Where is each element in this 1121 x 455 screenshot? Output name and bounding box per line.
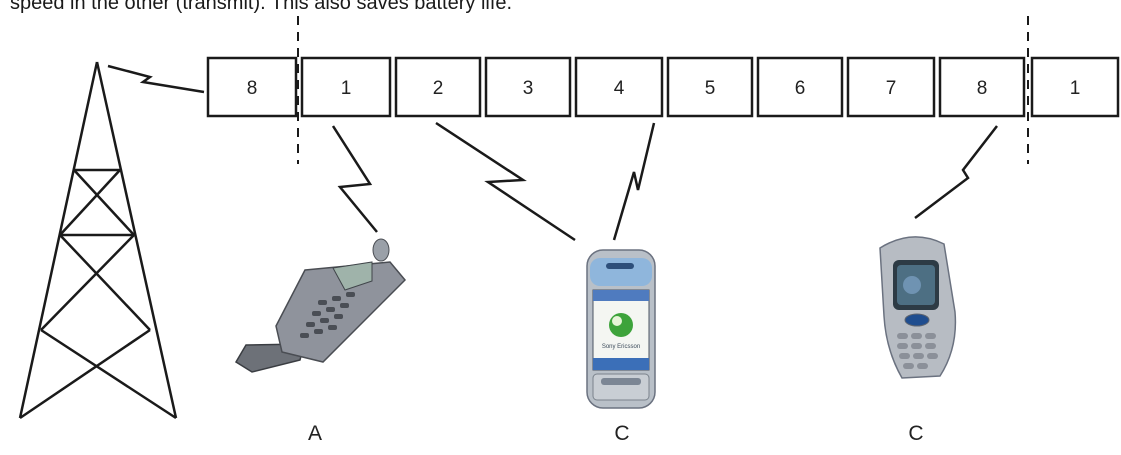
phone-label-c: C bbox=[908, 422, 923, 445]
slot-box: 8 bbox=[938, 56, 1026, 118]
tower-icon bbox=[18, 61, 178, 420]
slot-box: 5 bbox=[666, 56, 754, 118]
slot-label: 1 bbox=[1070, 78, 1081, 99]
slot-label: 5 bbox=[705, 78, 716, 99]
slot-label: 6 bbox=[795, 78, 806, 99]
slot-label: 4 bbox=[614, 78, 625, 99]
radio-link-a bbox=[331, 125, 378, 233]
slot-box: 1 bbox=[1030, 56, 1120, 118]
slot-label: 8 bbox=[977, 78, 988, 99]
slot-box: 2 bbox=[394, 56, 482, 118]
radio-link-b-slot2 bbox=[435, 121, 576, 242]
radio-link-b-slot4 bbox=[612, 122, 656, 241]
flip-phone-icon bbox=[234, 238, 407, 373]
slot-box: 4 bbox=[574, 56, 664, 118]
tower-radio-link bbox=[107, 64, 205, 94]
slot-label: 7 bbox=[886, 78, 897, 99]
slot-label: 3 bbox=[523, 78, 534, 99]
slot-box: 6 bbox=[756, 56, 844, 118]
slot-box: 8 bbox=[206, 56, 298, 118]
slot-box: 7 bbox=[846, 56, 936, 118]
slot-label: 1 bbox=[341, 78, 352, 99]
slot-box: 1 bbox=[300, 56, 392, 118]
radio-link-c bbox=[914, 125, 998, 219]
slot-box: 3 bbox=[484, 56, 572, 118]
phone-label-a: A bbox=[308, 422, 322, 445]
phone-label-b: C bbox=[614, 422, 629, 445]
smartphone-icon: Sony Ericsson bbox=[586, 249, 656, 409]
time-slot-row: 8 1 2 3 4 5 6 7 bbox=[206, 56, 1120, 118]
caption-text: speed in the other (transmit). This also… bbox=[10, 0, 513, 14]
slot-label: 8 bbox=[247, 78, 258, 99]
smartphone-screen-brand: Sony Ericsson bbox=[602, 344, 640, 350]
slot-label: 2 bbox=[433, 78, 444, 99]
candybar-phone-icon bbox=[879, 236, 957, 379]
